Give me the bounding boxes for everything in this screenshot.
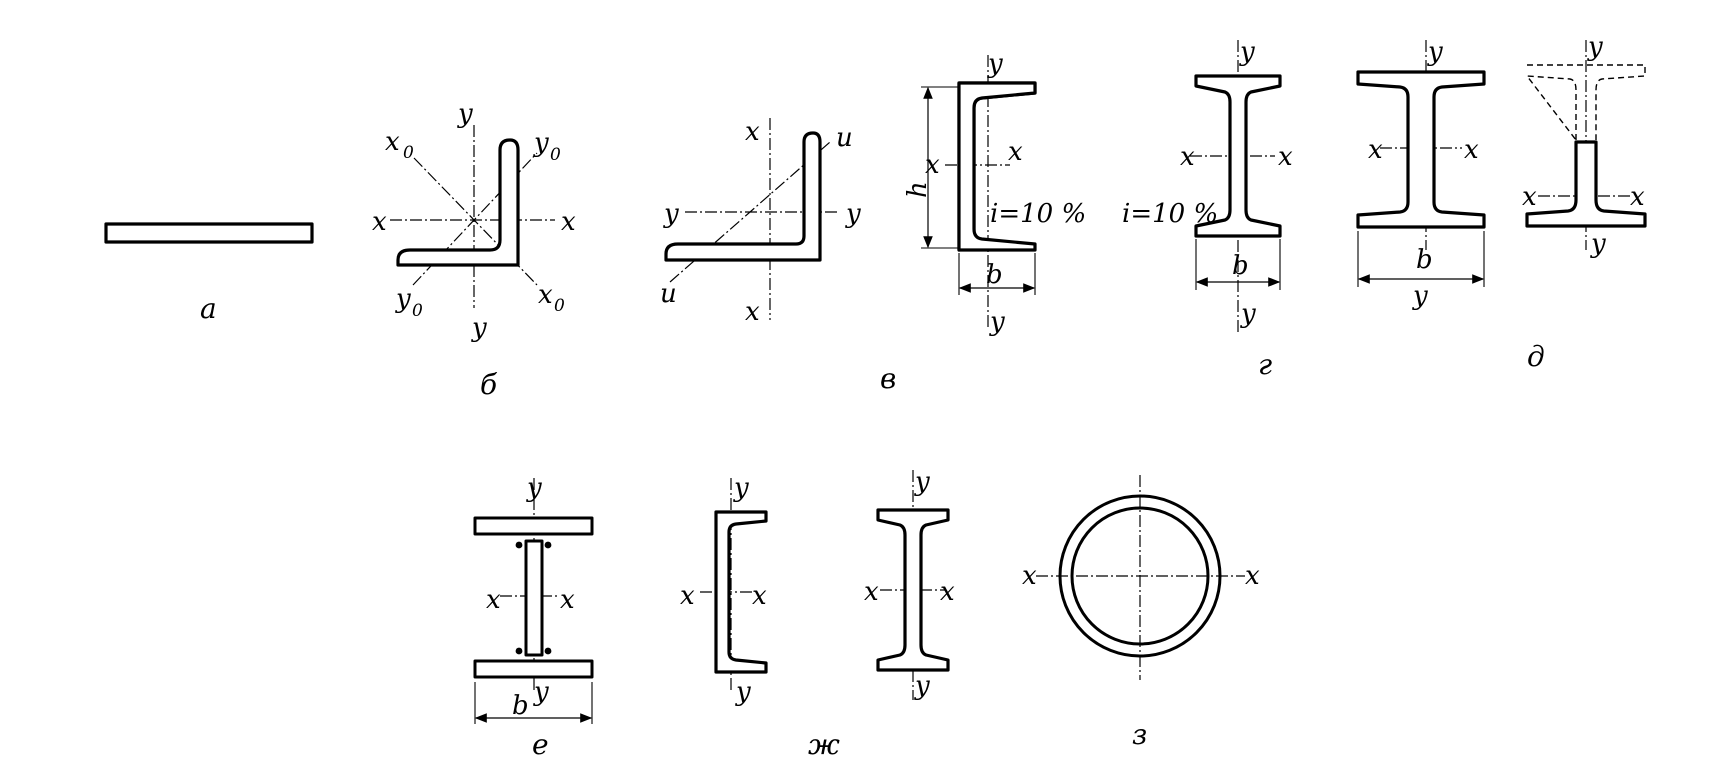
angle-b-y0-bottom-sub: 0: [412, 301, 423, 321]
zh-ibeam-x-left: x: [864, 577, 879, 607]
section-v-channel: y x x y h b i=10 %: [903, 49, 1086, 337]
angle-b-y0-top-label: y: [533, 128, 549, 158]
angle-v-x-top: x: [745, 117, 760, 147]
channel-y-top: y: [987, 49, 1003, 79]
section-zh-ibeam: y x x y ж: [808, 467, 955, 761]
caption-z: з: [1132, 718, 1147, 751]
section-z-tube: x x з: [1022, 475, 1260, 751]
channel-y-bottom: y: [989, 307, 1005, 337]
tee-y-bottom: y: [1590, 229, 1606, 259]
tube-x-left: x: [1022, 561, 1037, 591]
ibeam-g-x-right: x: [1278, 142, 1293, 172]
dim-b-channel-label: b: [986, 260, 1003, 290]
zh-ibeam-y-top: y: [914, 467, 930, 497]
angle-b-x0-bottom-sub: 0: [554, 296, 565, 316]
zh-channel-x-right: x: [752, 581, 767, 611]
section-zh-channel: y x x y: [680, 473, 768, 707]
section-e-welded: y x x y b е: [473, 473, 594, 761]
ibeam-g-y-bottom: y: [1240, 299, 1256, 329]
channel-x-right: x: [1008, 137, 1023, 167]
caption-e: е: [532, 728, 549, 760]
zh-channel-x-left: x: [680, 581, 695, 611]
zh-ibeam-x-right: x: [940, 577, 955, 607]
caption-g: г: [1258, 348, 1272, 381]
zh-channel-y-top: y: [733, 473, 749, 503]
welded-x-right: x: [560, 585, 575, 615]
tee-x-right: x: [1630, 182, 1645, 212]
angle-v-x-bottom: x: [745, 297, 760, 327]
angle-b-x0-bottom-label: x: [538, 280, 553, 310]
section-d-wide-flange: y x x b y д: [1356, 37, 1545, 373]
dim-h-label: h: [903, 181, 933, 198]
section-v-unequal-angle: x y y x u u в: [660, 117, 896, 395]
wideflange-y-bottom: y: [1412, 281, 1428, 311]
angle-v-u-top: u: [836, 123, 853, 153]
angle-v-u-bottom: u: [660, 279, 677, 309]
caption-zh: ж: [808, 728, 840, 760]
channel-x-left: x: [925, 150, 940, 180]
slope-label-channel: i=10 %: [990, 199, 1086, 229]
angle-b-x0-top-sub: 0: [403, 143, 414, 163]
tube-x-right: x: [1245, 561, 1260, 591]
angle-b-x-right: x: [561, 207, 576, 237]
ibeam-g-y-top: y: [1239, 37, 1255, 67]
dim-b-wideflange-label: b: [1416, 245, 1433, 275]
angle-b-x-left: x: [372, 207, 387, 237]
angle-v-y-right: y: [845, 199, 861, 229]
wideflange-x-left: x: [1368, 135, 1383, 165]
zh-ibeam-y-bottom: y: [914, 671, 930, 701]
section-d-tee: y x x y: [1522, 32, 1647, 259]
angle-b-y-top: y: [457, 99, 473, 129]
section-b-equal-angle: y x x y x 0 y 0 y 0 x 0 б: [372, 99, 576, 401]
slope-label-ibeam: i=10 %: [1122, 199, 1218, 229]
wideflange-x-right: x: [1464, 135, 1479, 165]
caption-a: а: [200, 292, 217, 325]
tee-y-top: y: [1587, 32, 1603, 62]
section-g-ibeam: y x x y b i=10 % г: [1122, 37, 1293, 381]
tee-x-left: x: [1522, 182, 1537, 212]
welded-y-top: y: [526, 473, 542, 503]
caption-v: в: [880, 362, 896, 395]
angle-v-y-left: y: [663, 199, 679, 229]
angle-b-y0-top-sub: 0: [550, 145, 561, 165]
dim-b-welded-label: b: [512, 691, 529, 721]
angle-b-y-bottom: y: [471, 313, 487, 343]
angle-b-x0-top-label: x: [385, 127, 400, 157]
welded-x-left: x: [486, 585, 501, 615]
section-a-plate: а: [104, 222, 314, 325]
ibeam-g-x-left: x: [1180, 142, 1195, 172]
wideflange-y-top: y: [1427, 37, 1443, 67]
zh-channel-y-bottom: y: [735, 677, 751, 707]
welded-y-bottom: y: [533, 677, 549, 707]
dim-b-ibeam-g-label: b: [1232, 251, 1249, 281]
caption-b: б: [480, 368, 498, 401]
caption-d: д: [1527, 340, 1545, 373]
angle-b-y0-bottom-label: y: [395, 284, 411, 314]
